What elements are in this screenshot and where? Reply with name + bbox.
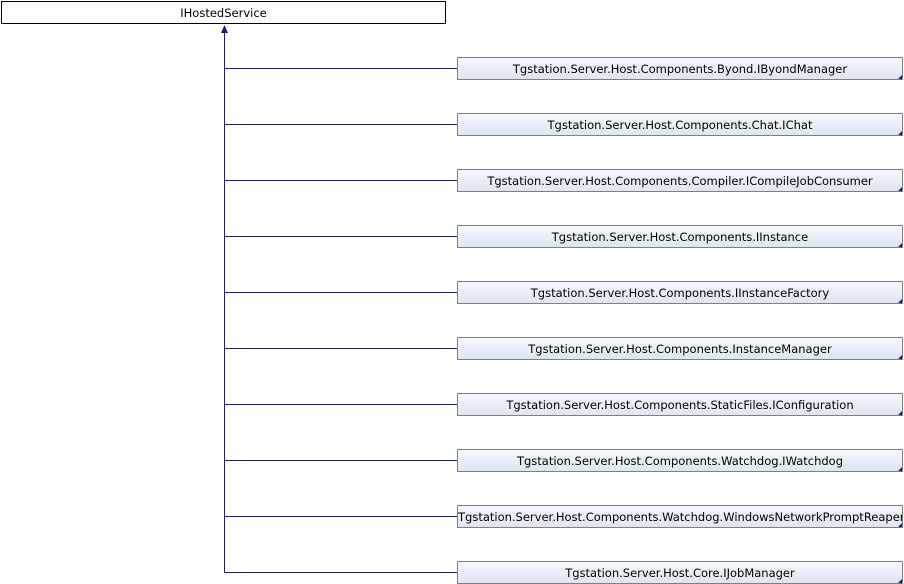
link-corner-icon	[898, 131, 902, 135]
link-corner-icon	[898, 187, 902, 191]
link-corner-icon	[898, 299, 902, 303]
derived-node[interactable]: Tgstation.Server.Host.Components.Compile…	[457, 169, 903, 192]
derived-node[interactable]: Tgstation.Server.Host.Components.Watchdo…	[457, 449, 903, 472]
link-corner-icon	[898, 243, 902, 247]
derived-node-label: Tgstation.Server.Host.Core.IJobManager	[565, 566, 795, 580]
link-corner-icon	[898, 355, 902, 359]
derived-node[interactable]: Tgstation.Server.Host.Components.IInstan…	[457, 225, 903, 248]
derived-node[interactable]: Tgstation.Server.Host.Components.Chat.IC…	[457, 113, 903, 136]
derived-node-label: Tgstation.Server.Host.Components.Compile…	[487, 174, 873, 188]
derived-node-label: Tgstation.Server.Host.Components.Chat.IC…	[547, 118, 813, 132]
derived-node-label: Tgstation.Server.Host.Components.Byond.I…	[512, 62, 848, 76]
link-corner-icon	[898, 579, 902, 583]
derived-node-label: Tgstation.Server.Host.Components.Instanc…	[528, 342, 832, 356]
inheritance-arrowhead	[221, 25, 228, 33]
derived-node[interactable]: Tgstation.Server.Host.Components.Watchdo…	[457, 505, 903, 528]
derived-node[interactable]: Tgstation.Server.Host.Components.Byond.I…	[457, 57, 903, 80]
derived-node-label: Tgstation.Server.Host.Components.Watchdo…	[516, 454, 844, 468]
derived-node[interactable]: Tgstation.Server.Host.Components.IInstan…	[457, 281, 903, 304]
derived-node[interactable]: Tgstation.Server.Host.Components.StaticF…	[457, 393, 903, 416]
root-node-label: IHostedService	[180, 6, 267, 20]
derived-node-label: Tgstation.Server.Host.Components.IInstan…	[551, 230, 809, 244]
derived-node-label: Tgstation.Server.Host.Components.IInstan…	[530, 286, 830, 300]
derived-node[interactable]: Tgstation.Server.Host.Components.Instanc…	[457, 337, 903, 360]
derived-node[interactable]: Tgstation.Server.Host.Core.IJobManager	[457, 561, 903, 584]
derived-node-label: Tgstation.Server.Host.Components.StaticF…	[506, 398, 854, 412]
link-corner-icon	[898, 411, 902, 415]
link-corner-icon	[898, 467, 902, 471]
root-node-ihostedservice: IHostedService	[1, 1, 446, 24]
link-corner-icon	[898, 75, 902, 79]
link-corner-icon	[898, 523, 902, 527]
derived-node-label: Tgstation.Server.Host.Components.Watchdo…	[458, 510, 903, 524]
